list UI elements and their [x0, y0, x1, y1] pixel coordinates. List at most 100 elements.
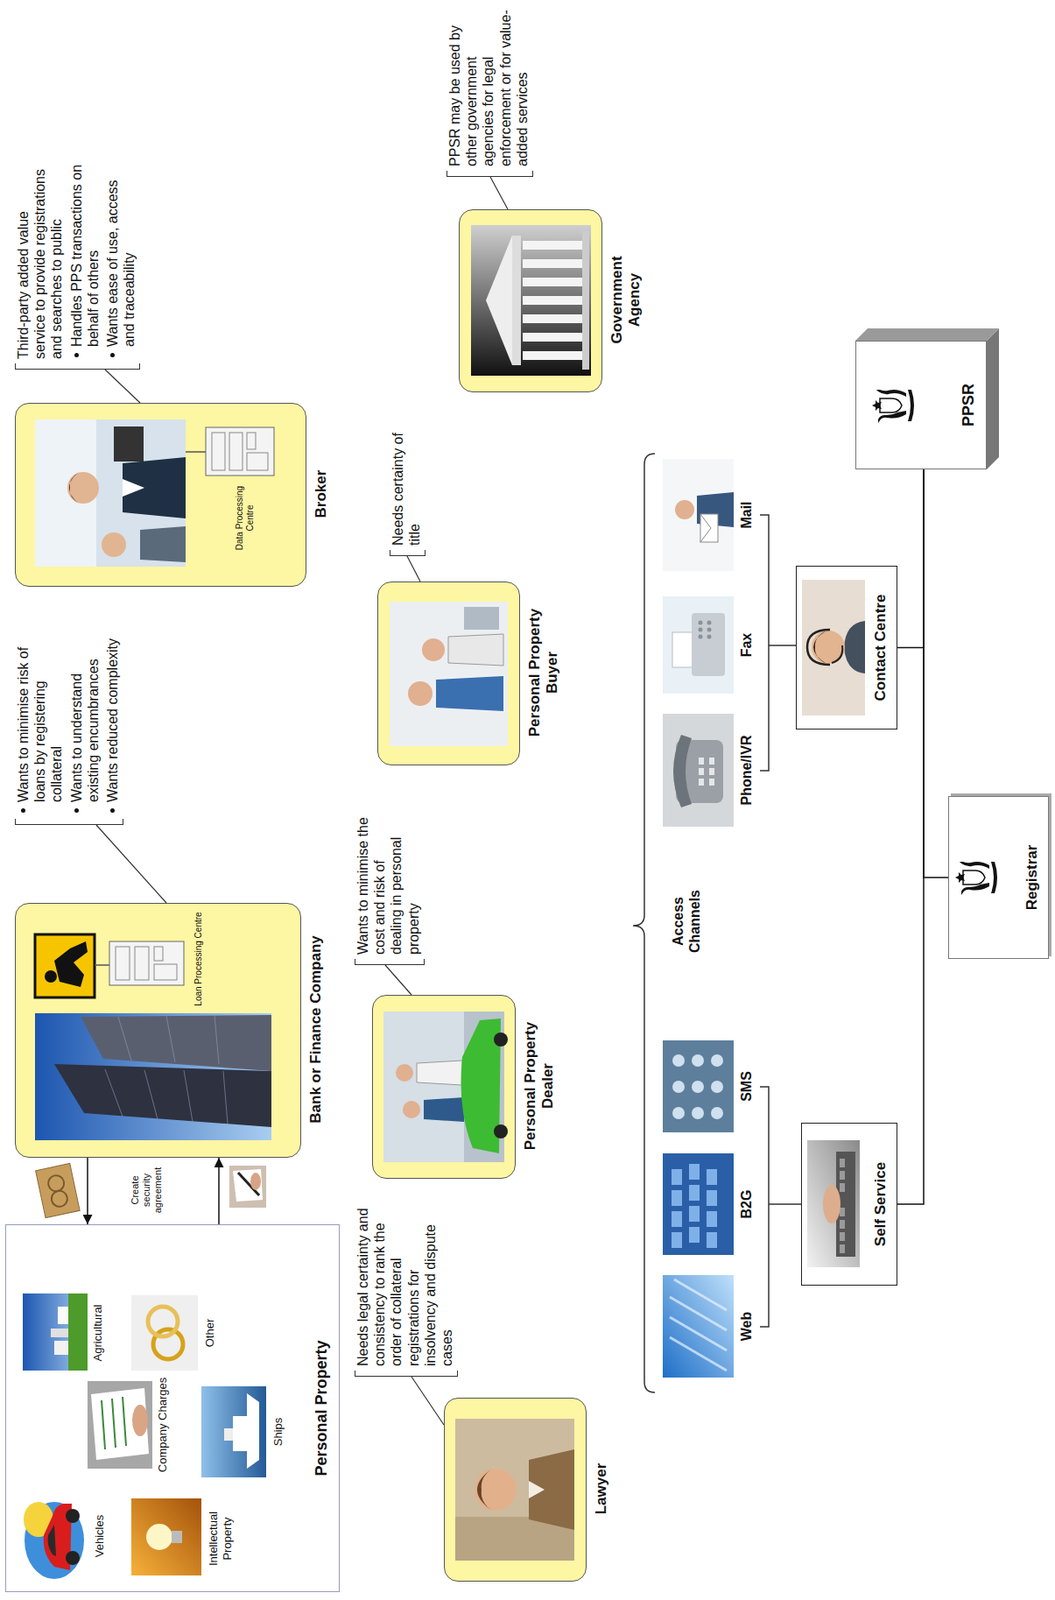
- sms-picture: [672, 1054, 724, 1119]
- node-label: Lawyer: [592, 1396, 611, 1581]
- mail-picture: [700, 513, 718, 542]
- callout-row: Wants reduced complexity: [104, 636, 121, 815]
- sms-picture: [691, 1106, 704, 1119]
- bullet-dot: [110, 808, 115, 813]
- callout-text: Third-party added value service to provi…: [14, 163, 66, 359]
- item-label: Other: [203, 1288, 218, 1377]
- sms-picture: [672, 1054, 685, 1067]
- signing-picture: [238, 1172, 260, 1196]
- transaction-label: Create security agreement: [129, 1159, 165, 1221]
- group-label: Access Channels: [669, 877, 704, 965]
- callout-row: Wants to understand existing encumbrance…: [68, 636, 102, 815]
- callout-bracket: [389, 549, 426, 556]
- mail-picture: [675, 499, 695, 520]
- sms-picture: [691, 1080, 704, 1093]
- box-depth: [986, 328, 999, 470]
- connector: [923, 469, 949, 878]
- callout: Needs legal certainty and consistency to…: [354, 1203, 458, 1377]
- node-label: Bank or Finance Company: [307, 901, 325, 1157]
- node-label: Registrar: [1023, 800, 1041, 955]
- b2g-picture: [689, 1163, 700, 1180]
- callout-text: Wants to understand existing encumbrance…: [68, 636, 102, 802]
- callout-bracket: [14, 363, 141, 370]
- b2g-picture: [671, 1210, 683, 1227]
- phone-picture: [709, 757, 715, 765]
- box-depth: [855, 328, 999, 470]
- b2g-picture: [706, 1231, 718, 1248]
- node-label: Personal Property: [312, 1228, 332, 1588]
- property-panel: Personal Property: [5, 1223, 340, 1592]
- phone-picture: [698, 757, 715, 786]
- fax-picture: [707, 634, 712, 640]
- callout: Wants to minimise the cost and risk of d…: [354, 814, 425, 965]
- callout-row: Wants to minimise the cost and risk of d…: [354, 814, 422, 955]
- callout-text: Wants to minimise risk of loans by regis…: [14, 636, 66, 802]
- callout-leader: [105, 369, 141, 403]
- web-picture: [669, 1336, 727, 1371]
- channel-label: B2G: [738, 1153, 755, 1255]
- mail-picture: [662, 458, 734, 571]
- web-picture: [669, 1279, 727, 1371]
- item-label: Agricultural: [91, 1288, 106, 1377]
- channel-bracket: [759, 514, 802, 1327]
- channel-label: Phone/IVR: [738, 713, 755, 827]
- fax-picture: [698, 634, 704, 640]
- fax-picture: [698, 627, 704, 633]
- mail-picture: [662, 458, 734, 571]
- callout: Needs certainty of title: [389, 415, 426, 556]
- callout-text: PPSR may be used by other government age…: [446, 6, 531, 167]
- mail-picture: [700, 513, 711, 542]
- b2g-picture: [689, 1226, 700, 1243]
- fax-picture: [662, 596, 734, 694]
- node-label: Self Service: [872, 1126, 890, 1281]
- sms-picture: [710, 1080, 724, 1093]
- signing-picture: [229, 1165, 267, 1208]
- callout-row: Wants to minimise risk of loans by regis…: [14, 636, 66, 815]
- phone-picture: [662, 713, 734, 827]
- channel-bracket: [768, 644, 796, 647]
- callout: Third-party added value service to provi…: [14, 163, 141, 370]
- fax-picture: [698, 620, 712, 640]
- party-box: Personal Property Dealer: [372, 994, 516, 1179]
- callout-bracket: [14, 818, 124, 825]
- callout-leader: [385, 964, 412, 995]
- signing-picture: [250, 1172, 261, 1190]
- phone-picture: [698, 767, 704, 775]
- mail-picture: [696, 492, 734, 528]
- node-label: Personal Property Dealer: [521, 1011, 558, 1161]
- sms-picture: [691, 1054, 704, 1067]
- fax-picture: [691, 612, 725, 676]
- callout-text: Wants to minimise the cost and risk of d…: [354, 814, 422, 955]
- money-picture: [35, 1162, 81, 1217]
- node-label: PPSR: [959, 344, 979, 465]
- icon-label: Loan Processing Centre: [193, 911, 204, 1006]
- phone-picture: [662, 713, 734, 827]
- party-box: BrokerData Processing Centre: [14, 402, 307, 587]
- channel-label: Mail: [738, 458, 755, 571]
- sms-picture: [710, 1054, 724, 1067]
- channel-brace: [633, 453, 655, 1393]
- b2g-picture: [671, 1163, 718, 1248]
- callout: PPSR may be used by other government age…: [446, 6, 534, 177]
- channel-bracket: [759, 514, 769, 771]
- signing-picture: [229, 1165, 267, 1208]
- phone-picture: [698, 757, 704, 765]
- fax-picture: [662, 596, 734, 694]
- callout-bracket: [446, 170, 534, 177]
- callout-row: Needs certainty of title: [389, 415, 423, 546]
- phone-picture: [709, 778, 715, 786]
- bullet-dot: [21, 808, 26, 813]
- web-picture: [669, 1316, 727, 1351]
- b2g-picture: [671, 1189, 683, 1206]
- node-label: Personal Property Buyer: [526, 597, 563, 747]
- callout-leader: [490, 176, 508, 210]
- callout-text: Needs legal certainty and consistency to…: [354, 1203, 456, 1366]
- b2g-picture: [706, 1189, 718, 1206]
- signing-picture: [232, 1168, 263, 1202]
- callout-row: Needs legal certainty and consistency to…: [354, 1203, 456, 1366]
- phone-picture: [675, 739, 724, 803]
- connector: [897, 469, 924, 648]
- callout-bracket: [354, 1370, 458, 1377]
- b2g-picture: [706, 1210, 718, 1227]
